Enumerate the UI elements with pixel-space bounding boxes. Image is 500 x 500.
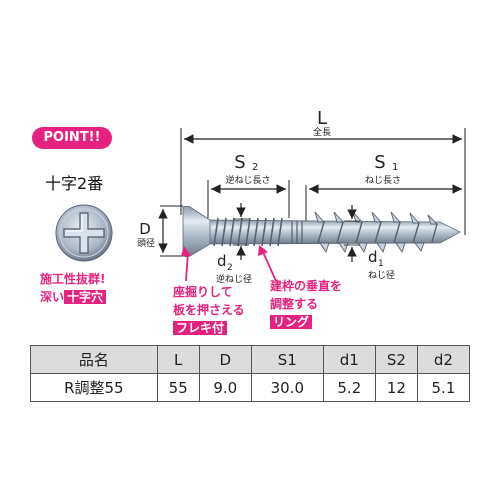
dim-S2-index: 2 [252, 162, 258, 173]
header-d1: d1 [322, 345, 376, 374]
note-ring-line1: 建枠の垂直を [270, 279, 343, 293]
dim-S2: S 2 逆ねじ長さ [207, 152, 290, 218]
dim-D-label: D [139, 220, 151, 238]
dim-d1: d 1 ねじ径 [344, 205, 395, 281]
dim-S1-sub: ねじ長さ [365, 175, 401, 186]
screw-head-front-view [55, 204, 113, 262]
note-counterbore-highlight: フレキ付 [173, 321, 228, 335]
head-type-label: 十字2番 [45, 174, 104, 193]
note-ring-highlight-row: リング [270, 313, 342, 331]
note-cross-recess-prefix: 深い [40, 290, 65, 304]
cell-D: 9.0 [198, 373, 252, 402]
dim-S1-index: 1 [392, 162, 398, 173]
dim-L: L 全長 [180, 108, 466, 235]
header-product: 品名 [30, 345, 158, 374]
header-S1: S1 [250, 345, 324, 374]
cell-S1: 30.0 [250, 373, 324, 402]
screw-illustration [182, 205, 461, 258]
spec-table-header-row: 品名 L D S1 d1 S2 d2 [30, 345, 471, 374]
table-row: R調整55 55 9.0 30.0 5.2 12 5.1 [30, 373, 471, 402]
note-cross-recess-line2: 深い十字穴 [40, 288, 107, 306]
dim-S2-label: S [234, 152, 245, 173]
dim-L-label: L [317, 108, 327, 129]
dim-d1-index: 1 [378, 259, 384, 269]
header-D: D [198, 345, 252, 374]
note-cross-recess-line1: 施工性抜群! [40, 272, 106, 286]
callout-arrows [181, 245, 277, 282]
dim-D-sub: 頭径 [137, 237, 155, 249]
note-counterbore: 座掘りして 板を押さえる フレキ付 [173, 283, 245, 337]
note-counterbore-line2: 板を押さえる [173, 303, 245, 317]
note-counterbore-line1: 座掘りして [173, 285, 233, 299]
dim-S1: S 1 ねじ長さ [305, 152, 462, 225]
note-cross-recess: 施工性抜群! 深い十字穴 [40, 270, 107, 306]
cell-d2: 5.1 [416, 373, 471, 402]
cell-product: R調整55 [30, 373, 158, 402]
header-d2: d2 [416, 345, 471, 374]
screw-diagram: L 全長 S 2 逆ねじ長さ S 1 ねじ長さ D 頭径 [55, 108, 466, 285]
dim-d1-label: d [368, 248, 378, 266]
dim-d2-index: 2 [227, 263, 233, 273]
dim-D: D 頭径 [137, 205, 183, 257]
note-cross-recess-highlight: 十字穴 [64, 290, 107, 304]
dim-d2-sub: 逆ねじ径 [216, 273, 252, 285]
note-ring-line2: 調整する [270, 297, 319, 311]
dim-d2: d 2 逆ねじ径 [216, 203, 252, 285]
dim-d2-label: d [217, 252, 227, 270]
cell-S2: 12 [374, 373, 418, 402]
spec-table: 品名 L D S1 d1 S2 d2 R調整55 55 9.0 30.0 5.2… [30, 345, 471, 402]
note-counterbore-highlight-row: フレキ付 [173, 319, 245, 337]
point-badge: POINT!! [32, 127, 112, 149]
header-S2: S2 [374, 345, 418, 374]
cell-d1: 5.2 [322, 373, 376, 402]
dim-d1-sub: ねじ径 [368, 269, 395, 281]
note-ring-highlight: リング [270, 315, 313, 329]
dim-L-sub: 全長 [313, 126, 331, 138]
note-ring: 建枠の垂直を 調整する リング [270, 277, 342, 331]
cell-L: 55 [156, 373, 200, 402]
header-L: L [156, 345, 200, 374]
dim-S1-label: S [374, 152, 385, 173]
dim-S2-sub: 逆ねじ長さ [225, 174, 270, 186]
